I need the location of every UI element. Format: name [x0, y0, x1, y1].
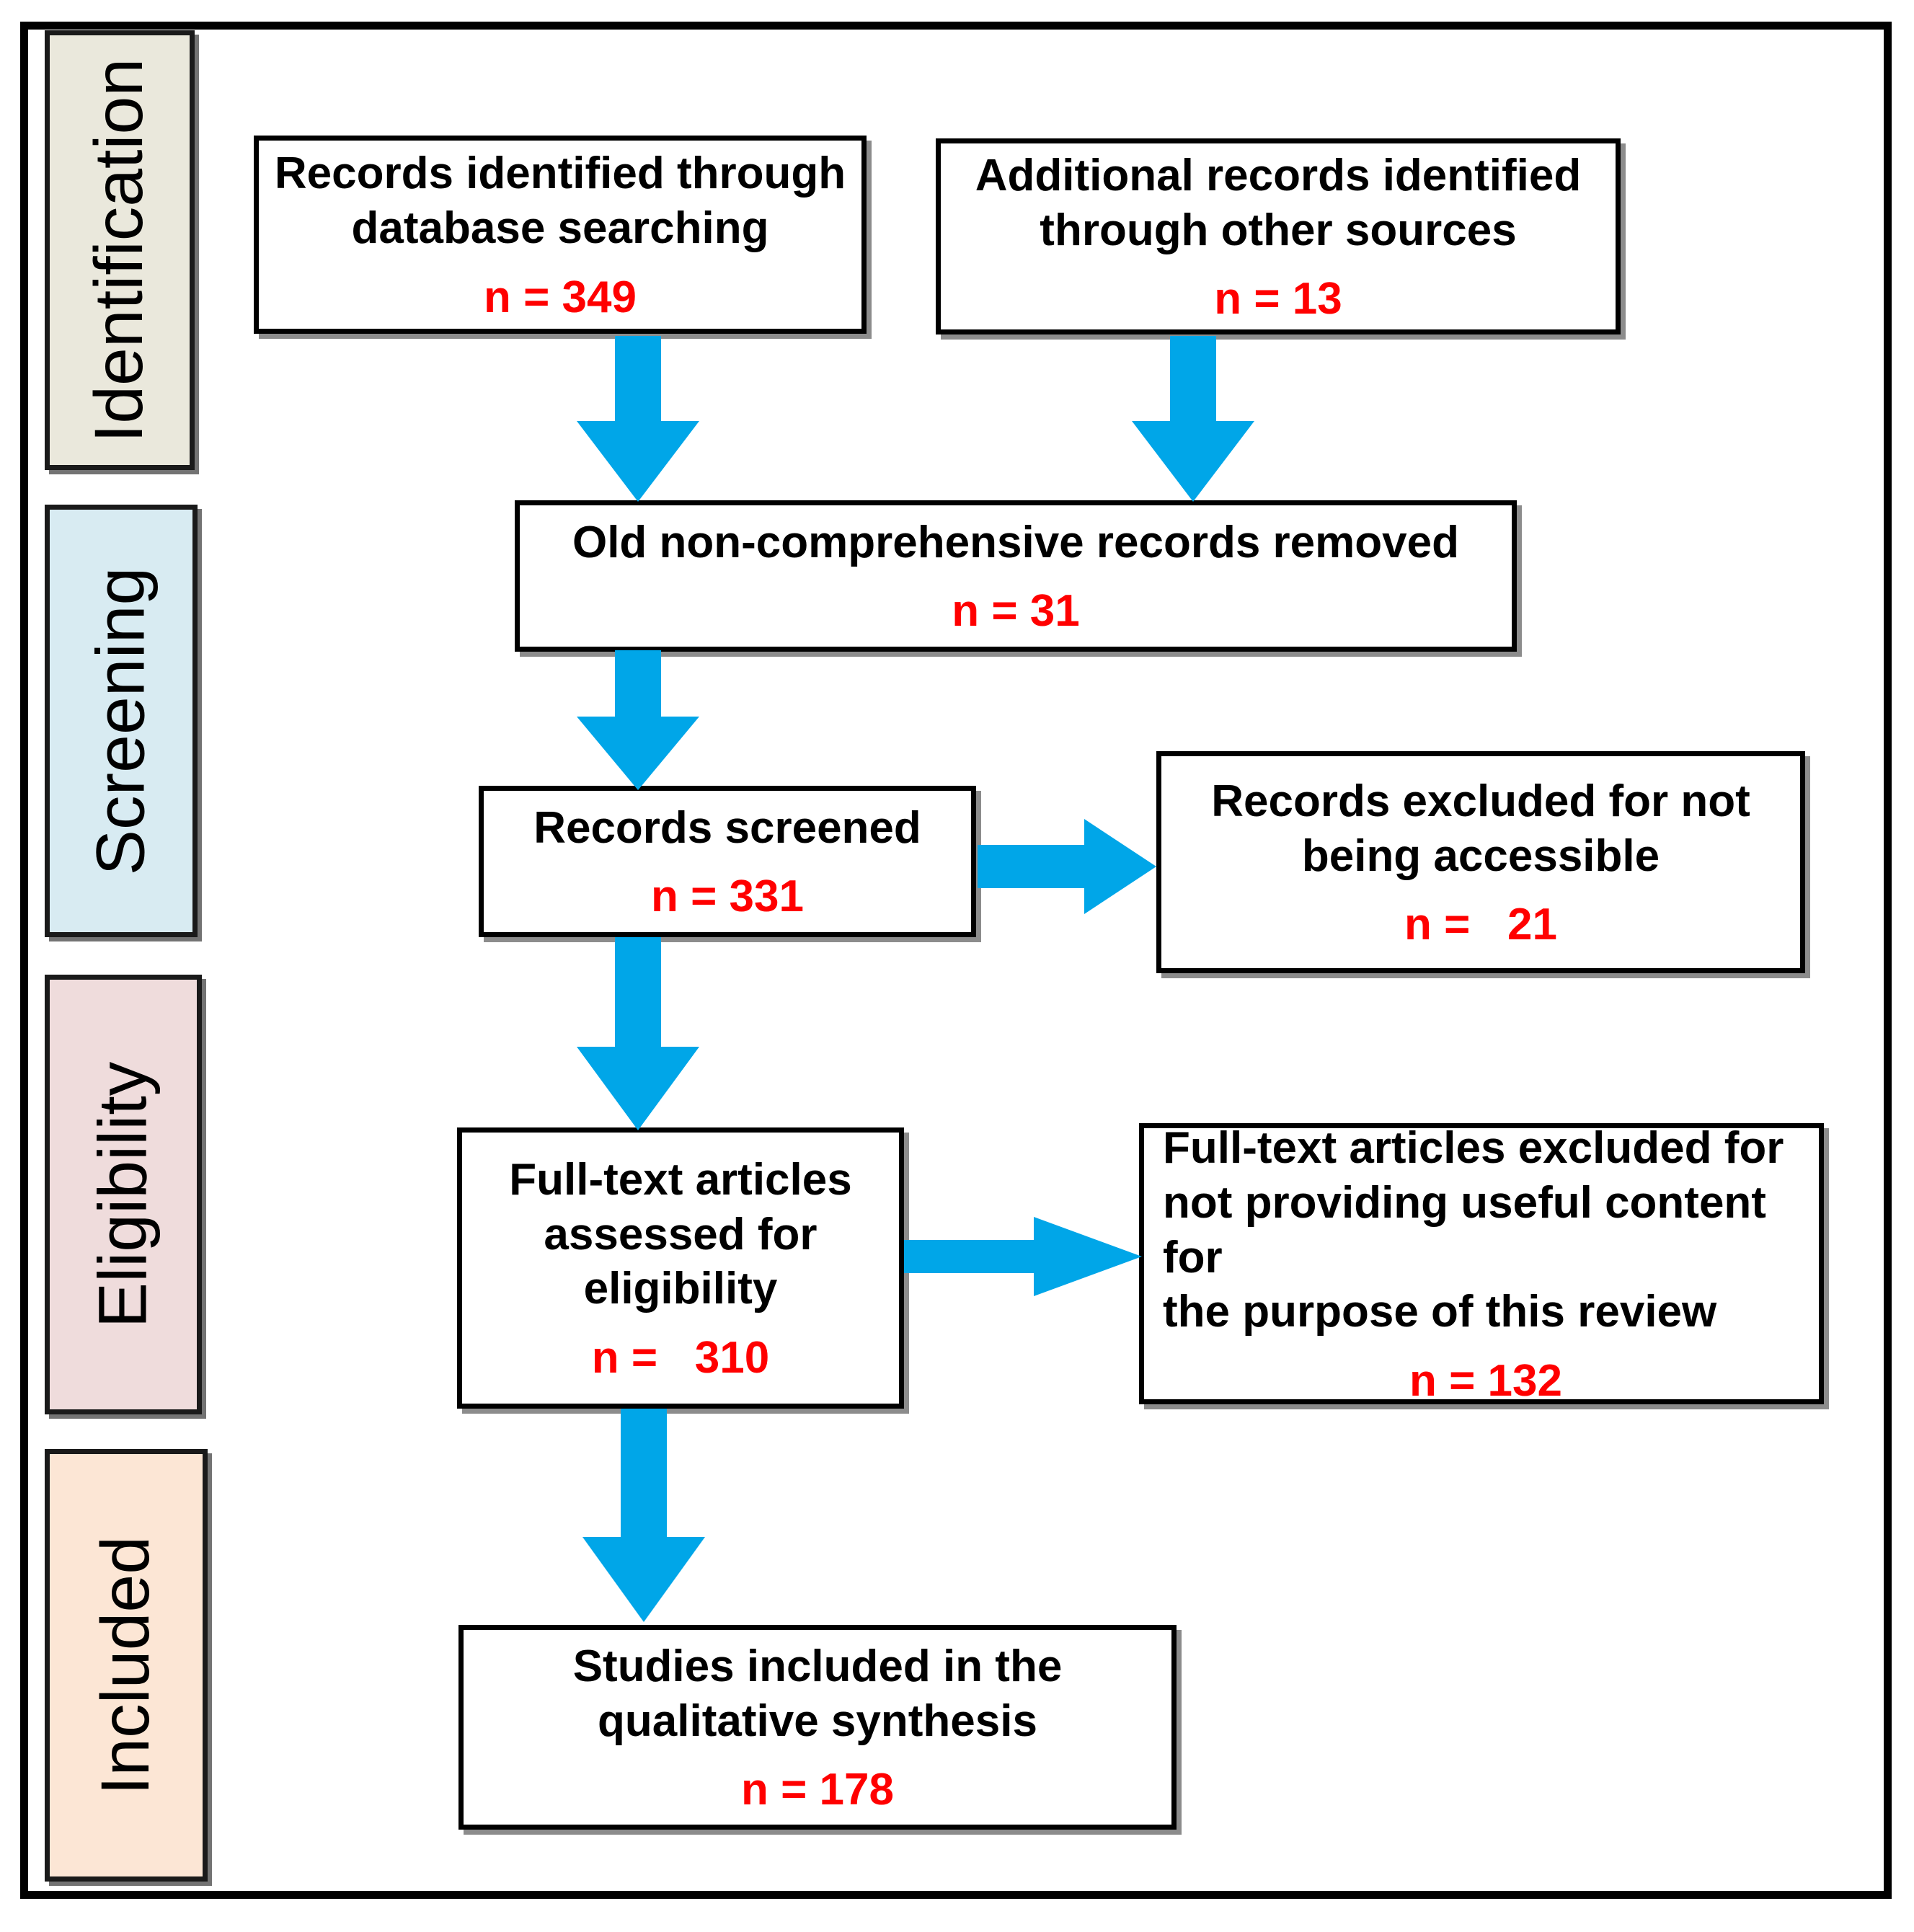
node-fulltext-assessed-eligibility: Full-text articles assessed for eligibil… [457, 1127, 904, 1409]
node-title: Old non-comprehensive records removed [572, 517, 1459, 567]
stage-identification: Identification [45, 30, 195, 470]
arrow-fulltext-to-excluded [904, 1217, 1143, 1311]
arrow-db-search-to-removed [570, 336, 706, 503]
node-count: n = 21 [1404, 900, 1557, 950]
node-count: n = 31 [952, 586, 1080, 637]
node-title: Studies included in the qualitative synt… [572, 1641, 1063, 1746]
stage-label-screening: Screening [82, 567, 159, 875]
node-records-identified-database: Records identified through database sear… [254, 136, 867, 334]
node-old-records-removed: Old non-comprehensive records removed n … [515, 500, 1517, 652]
node-count: n = 178 [741, 1765, 894, 1815]
node-additional-records-other-sources: Additional records identified through ot… [936, 138, 1621, 334]
node-count: n = 349 [484, 272, 637, 322]
arrow-other-sources-to-removed [1125, 336, 1262, 503]
node-records-screened: Records screened n = 331 [479, 786, 976, 937]
node-count: n = 132 [1409, 1355, 1562, 1406]
node-count: n = 310 [591, 1332, 770, 1383]
node-title: Records screened [533, 802, 921, 853]
stage-label-eligibility: Eligibility [84, 1061, 161, 1328]
stage-eligibility: Eligibility [45, 975, 202, 1414]
node-fulltext-excluded: Full-text articles excluded for not prov… [1139, 1123, 1824, 1406]
node-records-excluded-not-accessible: Records excluded for not being accessibl… [1156, 751, 1805, 973]
arrow-screened-to-fulltext [570, 937, 706, 1133]
stage-label-included: Included [87, 1536, 164, 1795]
node-studies-included: Studies included in the qualitative synt… [458, 1625, 1177, 1830]
node-title: Additional records identified through ot… [975, 150, 1582, 255]
stage-included: Included [45, 1449, 208, 1882]
node-count: n = 13 [1214, 274, 1342, 324]
node-title: Records excluded for not being accessibl… [1211, 776, 1750, 881]
stage-label-identification: Identification [81, 58, 158, 443]
node-title: Records identified through database sear… [274, 149, 846, 253]
node-count: n = 331 [651, 872, 804, 922]
arrow-removed-to-screened [570, 650, 706, 792]
arrow-fulltext-to-included [575, 1409, 712, 1625]
arrow-screened-to-excluded [978, 813, 1159, 921]
stage-screening: Screening [45, 505, 198, 937]
node-title: Full-text articles excluded for not prov… [1163, 1123, 1784, 1337]
node-title: Full-text articles assessed for eligibil… [509, 1155, 852, 1314]
